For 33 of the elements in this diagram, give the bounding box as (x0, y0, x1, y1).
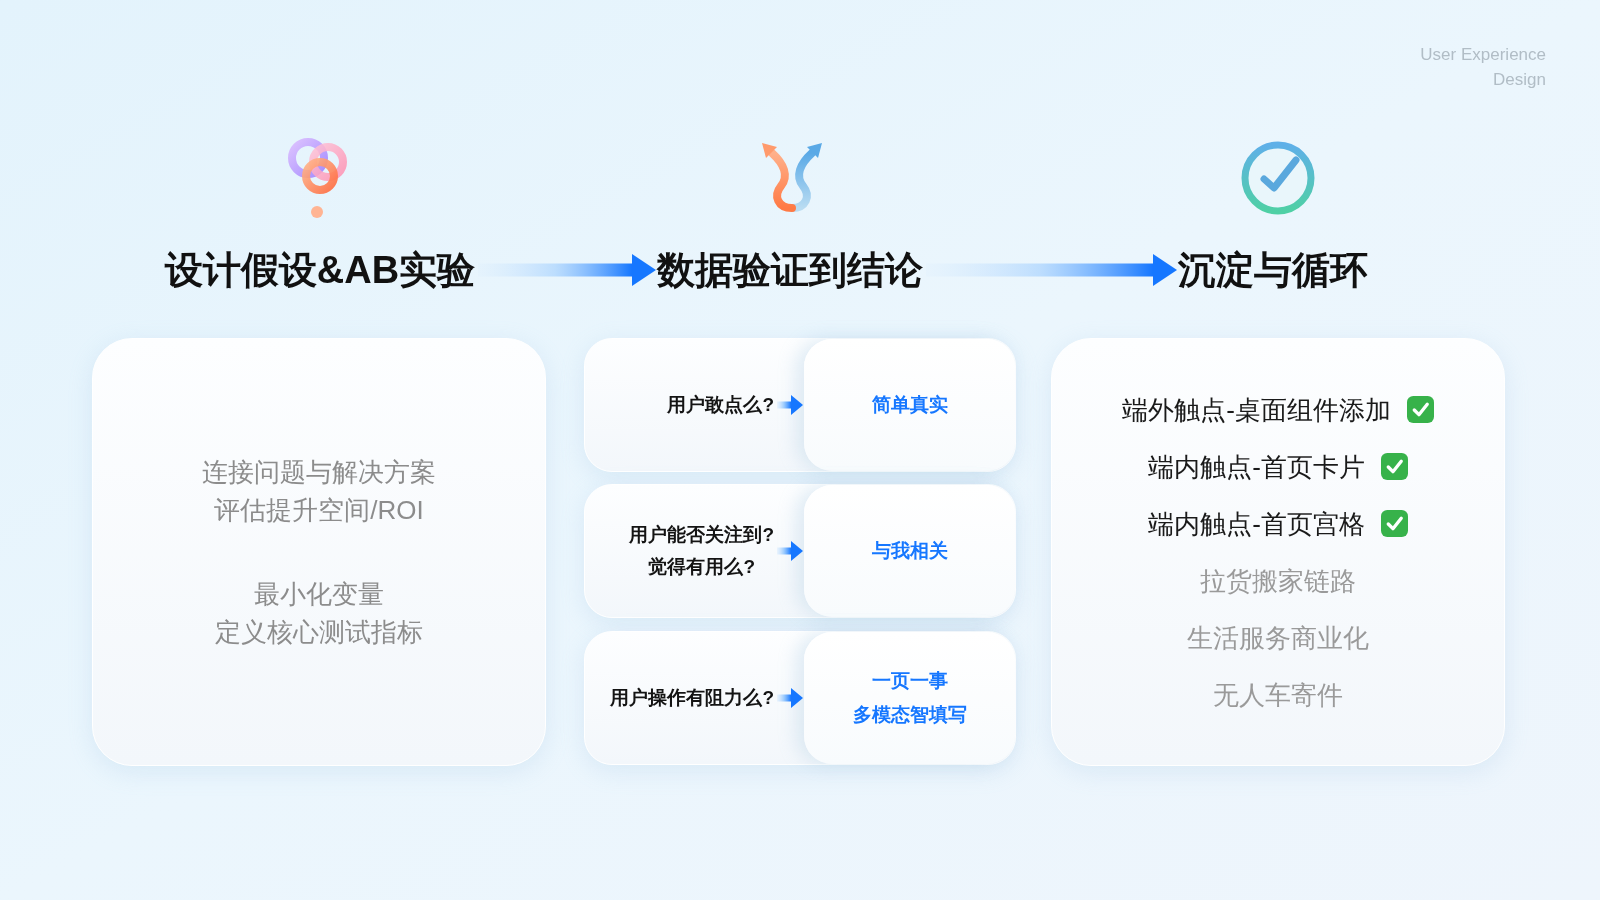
header-text: User Experience Design (1419, 44, 1546, 91)
note-text: 评估提升空间/ROI (214, 494, 424, 527)
list-item: 端外触点-桌面组件添加 (1122, 393, 1391, 427)
list-item: 端内触点-首页卡片 (1148, 450, 1365, 484)
answer-text: 一页一事 (871, 669, 948, 693)
row-card (584, 631, 1016, 765)
note-text: 连接问题与解决方案 (202, 456, 436, 489)
row-card (584, 484, 1016, 618)
answer-text: 简单真实 (871, 393, 948, 417)
arrow (777, 688, 803, 708)
answer-card (804, 485, 1015, 617)
arrow (777, 395, 803, 415)
answer-text: 与我相关 (871, 539, 948, 563)
question-text: 用户敢点么? (667, 393, 774, 417)
list-item: 生活服务商业化 (1187, 621, 1369, 655)
step-heading: 沉淀与循环 (1178, 248, 1368, 293)
list-item: 端内触点-首页宫格 (1148, 507, 1365, 541)
question-text: 用户能否关注到? (629, 523, 774, 547)
step-heading: 数据验证到结论 (657, 248, 923, 293)
row-card (584, 338, 1016, 472)
step-heading: 设计假设&AB实验 (164, 248, 476, 293)
arrow (777, 541, 803, 561)
answer-card (804, 632, 1015, 764)
list-card (1051, 338, 1505, 766)
info-card (92, 338, 546, 766)
question-text: 觉得有用么? (648, 555, 755, 579)
question-text: 用户操作有阻力么? (610, 686, 774, 710)
answer-card (804, 339, 1015, 471)
note-text: 最小化变量 (254, 578, 384, 611)
answer-text: 多模态智填写 (852, 703, 967, 727)
note-text: 定义核心测试指标 (215, 616, 423, 649)
list-item: 无人车寄件 (1213, 678, 1343, 712)
list-item: 拉货搬家链路 (1200, 564, 1356, 598)
